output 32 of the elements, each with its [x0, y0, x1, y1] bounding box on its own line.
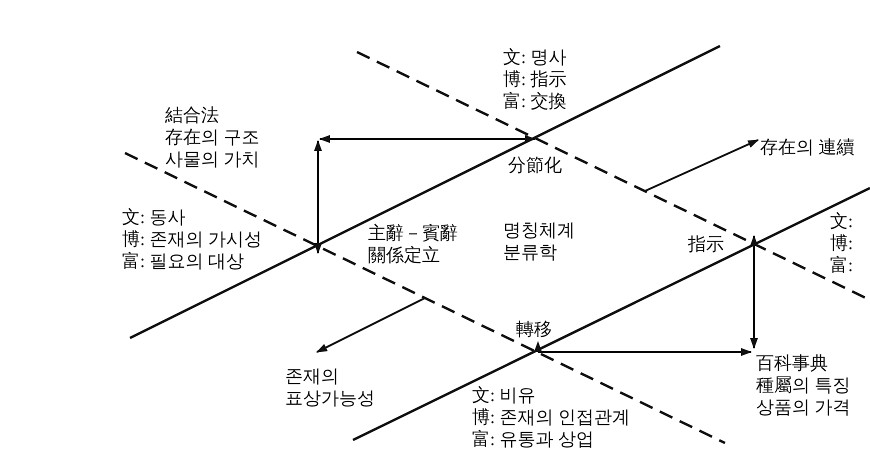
term-label: 존재의 표상가능성: [285, 365, 376, 409]
category-entry: 博: 존재의 가시성: [122, 228, 262, 250]
category-entry: 富: 交換: [503, 90, 567, 112]
double-headed-arrow: [534, 341, 752, 356]
category-entry: 富: 필요의 대상: [122, 250, 244, 272]
category-entry: 文: 비유: [472, 384, 536, 406]
term-label: 結合法: [165, 104, 220, 126]
term-label: 種屬의 특징: [756, 374, 852, 396]
arrow: [316, 297, 426, 353]
vertex-label: 轉移: [516, 318, 552, 340]
category-entry: 博: 존재의 인접관계: [472, 406, 630, 428]
term-label: 명칭체계: [503, 219, 575, 241]
arrow: [644, 139, 759, 192]
term-label: 存在의 구조: [165, 126, 260, 148]
term-label: 百科事典: [756, 352, 829, 374]
term-label: 存在의 連續: [760, 136, 856, 158]
category-entry: 富: 유통과 상업: [472, 428, 594, 450]
double-headed-arrow: [314, 140, 322, 254]
category-entry: 文:: [830, 210, 854, 232]
double-headed-arrow: [319, 135, 536, 143]
term-label: 主辭－賓辭關係定立: [368, 222, 459, 266]
term-label: 사물의 가치: [165, 148, 260, 170]
double-headed-arrow: [750, 235, 758, 349]
category-entry: 文: 동사: [122, 206, 186, 228]
category-entry: 博:: [830, 232, 854, 254]
category-entry: 文: 명사: [503, 46, 567, 68]
term-label: 분류학: [503, 241, 557, 263]
vertex-label: 指示: [688, 233, 724, 255]
category-entry: 富:: [830, 254, 854, 276]
vertex-label: 分節化: [508, 154, 562, 176]
category-entry: 博: 指示: [503, 68, 567, 90]
term-label: 상품의 가격: [756, 396, 852, 418]
